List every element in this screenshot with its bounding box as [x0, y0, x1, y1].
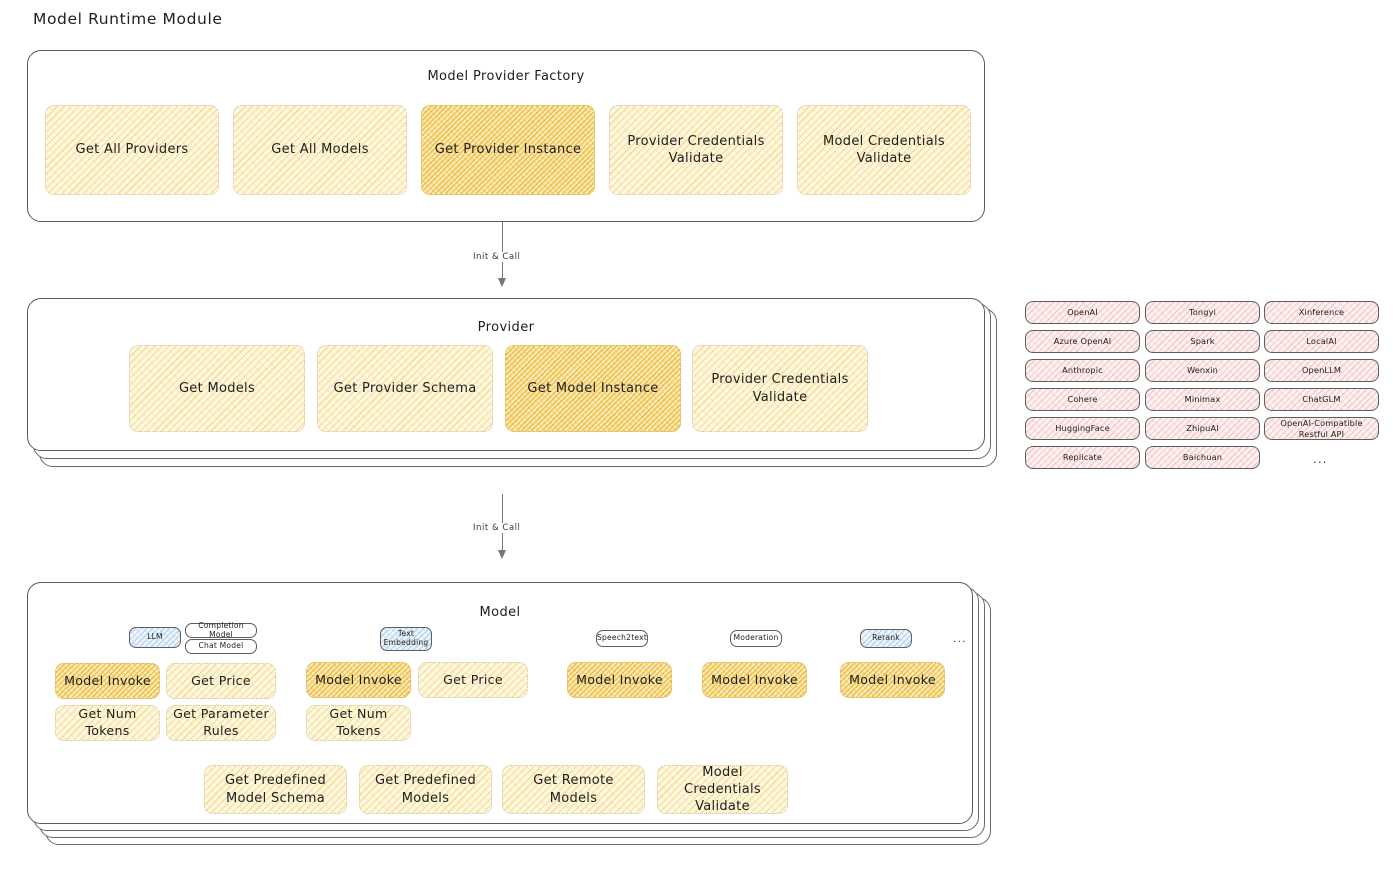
node-get-all-models[interactable]: Get All Models [233, 105, 407, 195]
provider-list-more: ... [1313, 452, 1328, 466]
provider-chip-chatglm[interactable]: ChatGLM [1264, 388, 1379, 411]
tag-completion-model[interactable]: Completion Model [185, 621, 257, 638]
tag-text-embedding[interactable]: Text Embedding [380, 627, 432, 651]
node-get-provider-schema[interactable]: Get Provider Schema [317, 345, 493, 432]
node-get-all-providers[interactable]: Get All Providers [45, 105, 219, 195]
node-speech2text-model-invoke[interactable]: Model Invoke [567, 662, 672, 698]
provider-chip-replicate[interactable]: Replicate [1025, 446, 1140, 469]
provider-chip-anthropic[interactable]: Anthropic [1025, 359, 1140, 382]
tag-moderation[interactable]: Moderation [730, 630, 782, 647]
provider-chip-minimax[interactable]: Minimax [1145, 388, 1260, 411]
provider-chip-wenxin[interactable]: Wenxin [1145, 359, 1260, 382]
node-rerank-model-invoke[interactable]: Model Invoke [840, 662, 945, 698]
provider-chip-baichuan[interactable]: Baichuan [1145, 446, 1260, 469]
provider-title: Provider [477, 320, 535, 335]
provider-chip-openllm[interactable]: OpenLLM [1264, 359, 1379, 382]
model-provider-factory-title: Model Provider Factory [427, 69, 585, 84]
arrow-factory-to-provider-line [502, 222, 504, 281]
tag-chat-model[interactable]: Chat Model [185, 639, 257, 654]
tag-speech2text[interactable]: Speech2text [596, 630, 648, 647]
node-get-predefined-model-schema[interactable]: Get Predefined Model Schema [204, 765, 347, 814]
node-get-predefined-models[interactable]: Get Predefined Models [359, 765, 492, 814]
node-get-models[interactable]: Get Models [129, 345, 305, 432]
node-text-embedding-get-num-tokens[interactable]: Get Num Tokens [306, 705, 411, 741]
tag-llm[interactable]: LLM [129, 627, 181, 648]
node-llm-model-invoke[interactable]: Model Invoke [55, 663, 160, 699]
provider-chip-huggingface[interactable]: HuggingFace [1025, 417, 1140, 440]
node-get-model-instance[interactable]: Get Model Instance [505, 345, 681, 432]
node-llm-get-price[interactable]: Get Price [166, 663, 276, 699]
node-provider-credentials-validate[interactable]: Provider Credentials Validate [609, 105, 783, 195]
page-title: Model Runtime Module [33, 10, 223, 28]
node-model-credentials-validate-2[interactable]: Model Credentials Validate [657, 765, 788, 814]
arrow-factory-to-provider-label: Init & Call [469, 252, 525, 262]
model-title: Model [479, 605, 521, 620]
node-llm-get-parameter-rules[interactable]: Get Parameter Rules [166, 705, 276, 741]
model-container: Model [27, 582, 973, 824]
provider-chip-spark[interactable]: Spark [1145, 330, 1260, 353]
provider-chip-xinference[interactable]: Xinference [1264, 301, 1379, 324]
provider-chip-azure-openai[interactable]: Azure OpenAI [1025, 330, 1140, 353]
provider-chip-zhipuai[interactable]: ZhipuAI [1145, 417, 1260, 440]
arrow-factory-to-provider-head [498, 278, 506, 287]
provider-chip-localai[interactable]: LocalAI [1264, 330, 1379, 353]
provider-chip-openai[interactable]: OpenAI [1025, 301, 1140, 324]
node-text-embedding-get-price[interactable]: Get Price [418, 662, 528, 698]
node-get-provider-instance[interactable]: Get Provider Instance [421, 105, 595, 195]
provider-chip-cohere[interactable]: Cohere [1025, 388, 1140, 411]
node-moderation-model-invoke[interactable]: Model Invoke [702, 662, 807, 698]
node-provider-credentials-validate-2[interactable]: Provider Credentials Validate [692, 345, 868, 432]
node-get-remote-models[interactable]: Get Remote Models [502, 765, 645, 814]
arrow-provider-to-model-head [498, 550, 506, 559]
provider-chip-openai-compatible-restful-api[interactable]: OpenAI-Compatible Restful API [1264, 417, 1379, 440]
node-llm-get-num-tokens[interactable]: Get Num Tokens [55, 705, 160, 741]
provider-chip-tongyi[interactable]: Tongyi [1145, 301, 1260, 324]
arrow-provider-to-model-label: Init & Call [469, 523, 525, 533]
node-model-credentials-validate[interactable]: Model Credentials Validate [797, 105, 971, 195]
model-groups-more: ... [953, 632, 967, 645]
tag-rerank[interactable]: Rerank [860, 629, 912, 648]
node-text-embedding-model-invoke[interactable]: Model Invoke [306, 662, 411, 698]
